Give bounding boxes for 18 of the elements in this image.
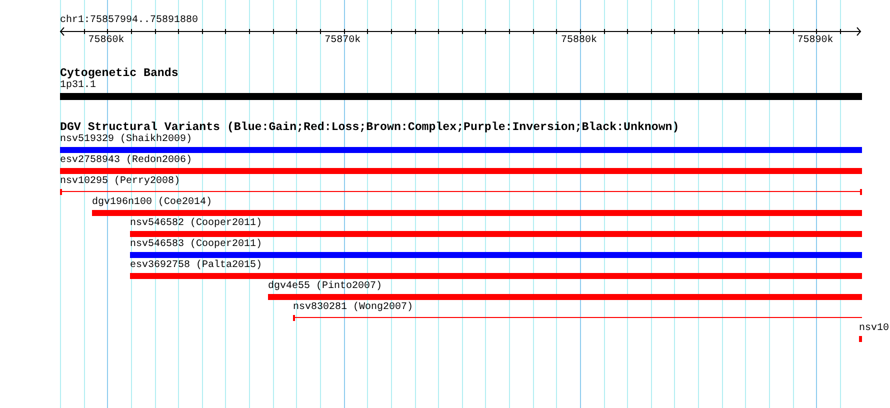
variant-label: nsv519329 (Shaikh2009) <box>60 134 194 146</box>
track-title: DGV Structural Variants (Blue:Gain;Red:Loss;Brown:Complex;Purple:Inversion;Black:Unknown) <box>60 121 680 134</box>
coordinate-range: chr1:75857994..75891880 <box>60 15 198 27</box>
variant-label: nsv10 <box>859 323 890 335</box>
band-label: 1p31.1 <box>60 80 98 92</box>
variant-label: nsv546582 (Cooper2011) <box>130 218 264 230</box>
tick-label: 75870k <box>324 34 361 47</box>
tick-label: 75860k <box>88 34 124 47</box>
tick-label: 75890k <box>797 34 834 47</box>
variant-label: esv3692758 (Palta2015) <box>130 260 264 272</box>
variant-label: nsv546583 (Cooper2011) <box>130 239 264 251</box>
variant-label: esv2758943 (Redon2006) <box>60 155 194 167</box>
variant-label: nsv830281 (Wong2007) <box>293 302 414 314</box>
tick-label: 75880k <box>560 34 597 47</box>
variant-label: dgv196n100 (Coe2014) <box>92 197 214 209</box>
variant-label: nsv10295 (Perry2008) <box>60 176 182 188</box>
variant-label: dgv4e55 (Pinto2007) <box>268 281 384 293</box>
track-title: Cytogenetic Bands <box>60 67 178 80</box>
